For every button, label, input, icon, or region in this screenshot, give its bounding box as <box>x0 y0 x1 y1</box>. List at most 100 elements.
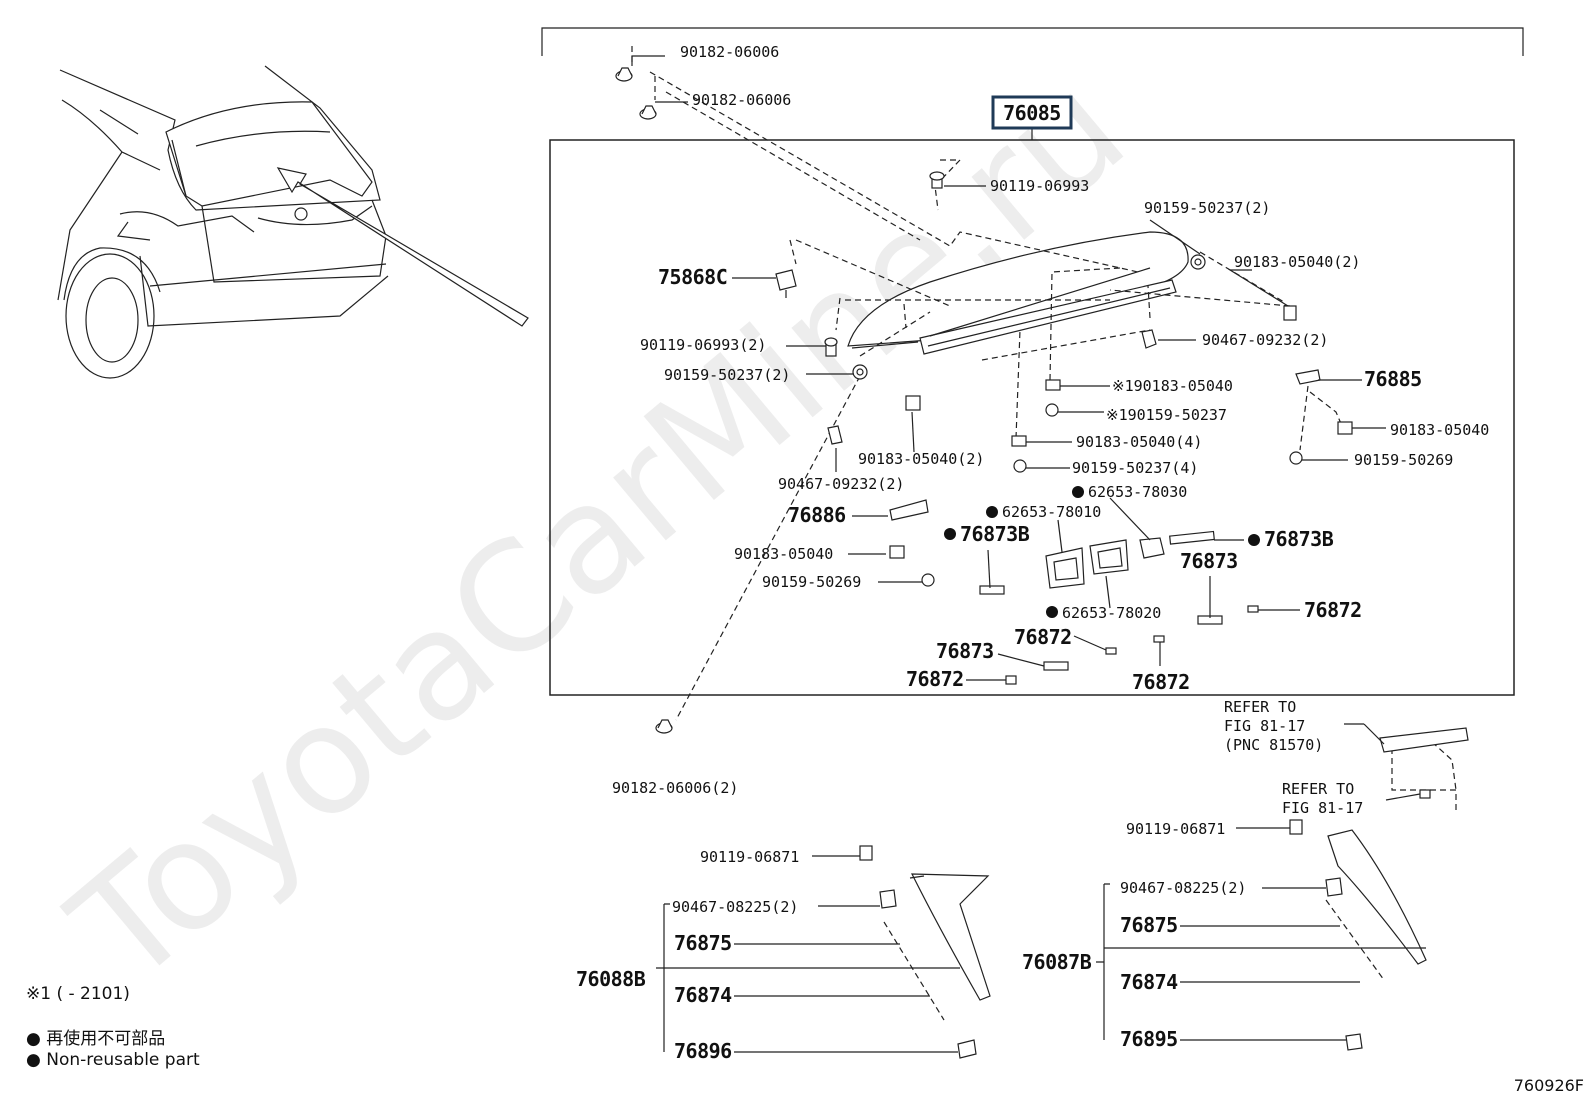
label-76872: 76872 <box>906 667 964 691</box>
label-90159-50269: 90159-50269 <box>762 573 861 591</box>
label-90183-05040: 90183-05040 <box>734 545 833 563</box>
nut-90159-icon <box>852 364 868 380</box>
label-90119-06993: 90119-06993(2) <box>640 336 766 354</box>
refer-note-pnc-81570: REFER TO FIG 81-17 (PNC 81570) <box>1224 698 1323 754</box>
clip-90467-icon <box>879 889 897 909</box>
footnote-x1: ※1 ( - 2101) <box>26 984 130 1004</box>
car-rear-illustration <box>57 65 529 379</box>
nut-90159-icon <box>1013 459 1027 473</box>
label-76896: 76896 <box>674 1039 732 1063</box>
clip-75868c-icon <box>775 269 797 298</box>
bracket-76886-icon <box>889 499 929 521</box>
clip-90467-icon <box>1325 877 1343 897</box>
clip-90467-icon <box>1141 329 1157 349</box>
label-90119-06993: 90119-06993 <box>990 177 1089 195</box>
assembly-76085-tag <box>991 95 1073 130</box>
label-76874: 76874 <box>674 983 732 1007</box>
nut-90159-icon <box>1289 451 1303 465</box>
label-90183-05040-2: 90183-05040(2) <box>858 450 984 468</box>
screw-90119-icon <box>859 845 873 861</box>
label-76875: 76875 <box>1120 913 1178 937</box>
legend-non-reusable-en: ● Non-reusable part <box>26 1050 200 1070</box>
label-90119-06871: 90119-06871 <box>700 848 799 866</box>
label-76874: 76874 <box>1120 970 1178 994</box>
assembly-bracket <box>541 27 1524 56</box>
svg-text:REFER TO: REFER TO <box>1224 698 1296 716</box>
screw-90119-icon <box>929 171 945 189</box>
garnish-76088b <box>883 873 991 1059</box>
svg-text:FIG 81-17: FIG 81-17 <box>1224 717 1305 735</box>
label-62653-78030: 62653-78030 <box>1088 483 1187 501</box>
pad-76872-icon <box>1105 647 1117 655</box>
gasket-62653-78030-icon <box>1139 537 1165 559</box>
screw-90119-icon <box>824 337 838 357</box>
refer-note-fig-81-17: REFER TO FIG 81-17 <box>1282 780 1363 817</box>
label-90467-09232: 90467-09232(2) <box>1202 331 1328 349</box>
gasket-62653-78010-icon <box>1045 547 1085 589</box>
pad-76873b-icon <box>979 585 1005 595</box>
label-76873: 76873 <box>1180 549 1238 573</box>
screw-icon <box>1419 789 1431 799</box>
svg-text:(PNC 81570): (PNC 81570) <box>1224 736 1323 754</box>
svg-text:FIG 81-17: FIG 81-17 <box>1282 799 1363 817</box>
pad-76873b-icon <box>1169 530 1215 545</box>
label-76872: 76872 <box>1014 625 1072 649</box>
legend-text-jp: 再使用不可部品 <box>46 1029 166 1049</box>
label-62653-78020: 62653-78020 <box>1062 604 1161 622</box>
label-76873b: 76873B <box>960 522 1030 546</box>
label-90182-06006: 90182-06006 <box>692 91 791 109</box>
stop-lamp-icon <box>1363 723 1469 753</box>
label-76895: 76895 <box>1120 1027 1178 1051</box>
label-90119-06871: 90119-06871 <box>1126 820 1225 838</box>
clip-90183-icon <box>1337 421 1353 435</box>
clip-90183-icon <box>889 545 905 559</box>
label-90159-50237-x1: ※190159-50237 <box>1106 406 1227 424</box>
bullet-icon: ● <box>26 1050 41 1070</box>
fastener-icons <box>615 67 1469 909</box>
rear-spoiler <box>847 231 1189 355</box>
part-labels: 90182-06006 90182-06006 90119-06993 9015… <box>576 43 1489 1063</box>
screw-90119-icon <box>1289 819 1303 835</box>
pad-76873-icon <box>1043 661 1069 671</box>
label-90159-50237: 90159-50237(2) <box>1144 199 1270 217</box>
label-76875: 76875 <box>674 931 732 955</box>
label-90467-08225: 90467-08225(2) <box>672 898 798 916</box>
nut-90159-icon <box>921 573 935 587</box>
label-75868c: 75868C <box>658 265 727 289</box>
figure-id: 760926F <box>1513 1076 1584 1095</box>
legend-non-reusable-jp: ● 再使用不可部品 <box>26 1024 165 1049</box>
nut-90159-icon <box>1045 403 1059 417</box>
label-90159-50237: 90159-50237(2) <box>664 366 790 384</box>
clip-90467-icon <box>827 425 843 445</box>
bullet-icon: ● <box>26 1029 41 1049</box>
clip-90183-icon <box>1283 305 1297 321</box>
legend-text-en: Non-reusable part <box>46 1050 200 1070</box>
label-62653-78010: 62653-78010 <box>1002 503 1101 521</box>
gasket-62653-78020-icon <box>1089 539 1129 575</box>
clip-90183-icon <box>1045 379 1061 391</box>
clip-90182-icon <box>655 719 673 734</box>
label-90159-50269: 90159-50269 <box>1354 451 1453 469</box>
label-76087b: 76087B <box>1022 950 1092 974</box>
pad-76872-icon <box>1247 605 1259 613</box>
clip-90182-icon <box>639 105 657 120</box>
assembly-76085-label: 76085 <box>1003 101 1061 125</box>
label-76873b: 76873B <box>1264 527 1334 551</box>
pad-76872-icon <box>1005 675 1017 685</box>
label-90182-06006: 90182-06006 <box>680 43 779 61</box>
garnish-76087b <box>1325 829 1427 1051</box>
label-76088b: 76088B <box>576 967 646 991</box>
label-90183-05040: 90183-05040 <box>1390 421 1489 439</box>
leader-lines <box>631 55 1426 1053</box>
label-76873: 76873 <box>936 639 994 663</box>
nut-90159-icon <box>1190 254 1206 270</box>
non-reusable-markers <box>944 486 1260 618</box>
label-90182-06006-2: 90182-06006(2) <box>612 779 738 797</box>
svg-text:REFER TO: REFER TO <box>1282 780 1354 798</box>
label-90467-08225: 90467-08225(2) <box>1120 879 1246 897</box>
label-76872: 76872 <box>1304 598 1362 622</box>
label-76872: 76872 <box>1132 670 1190 694</box>
label-76885: 76885 <box>1364 367 1422 391</box>
label-90159-50237-4: 90159-50237(4) <box>1072 459 1198 477</box>
